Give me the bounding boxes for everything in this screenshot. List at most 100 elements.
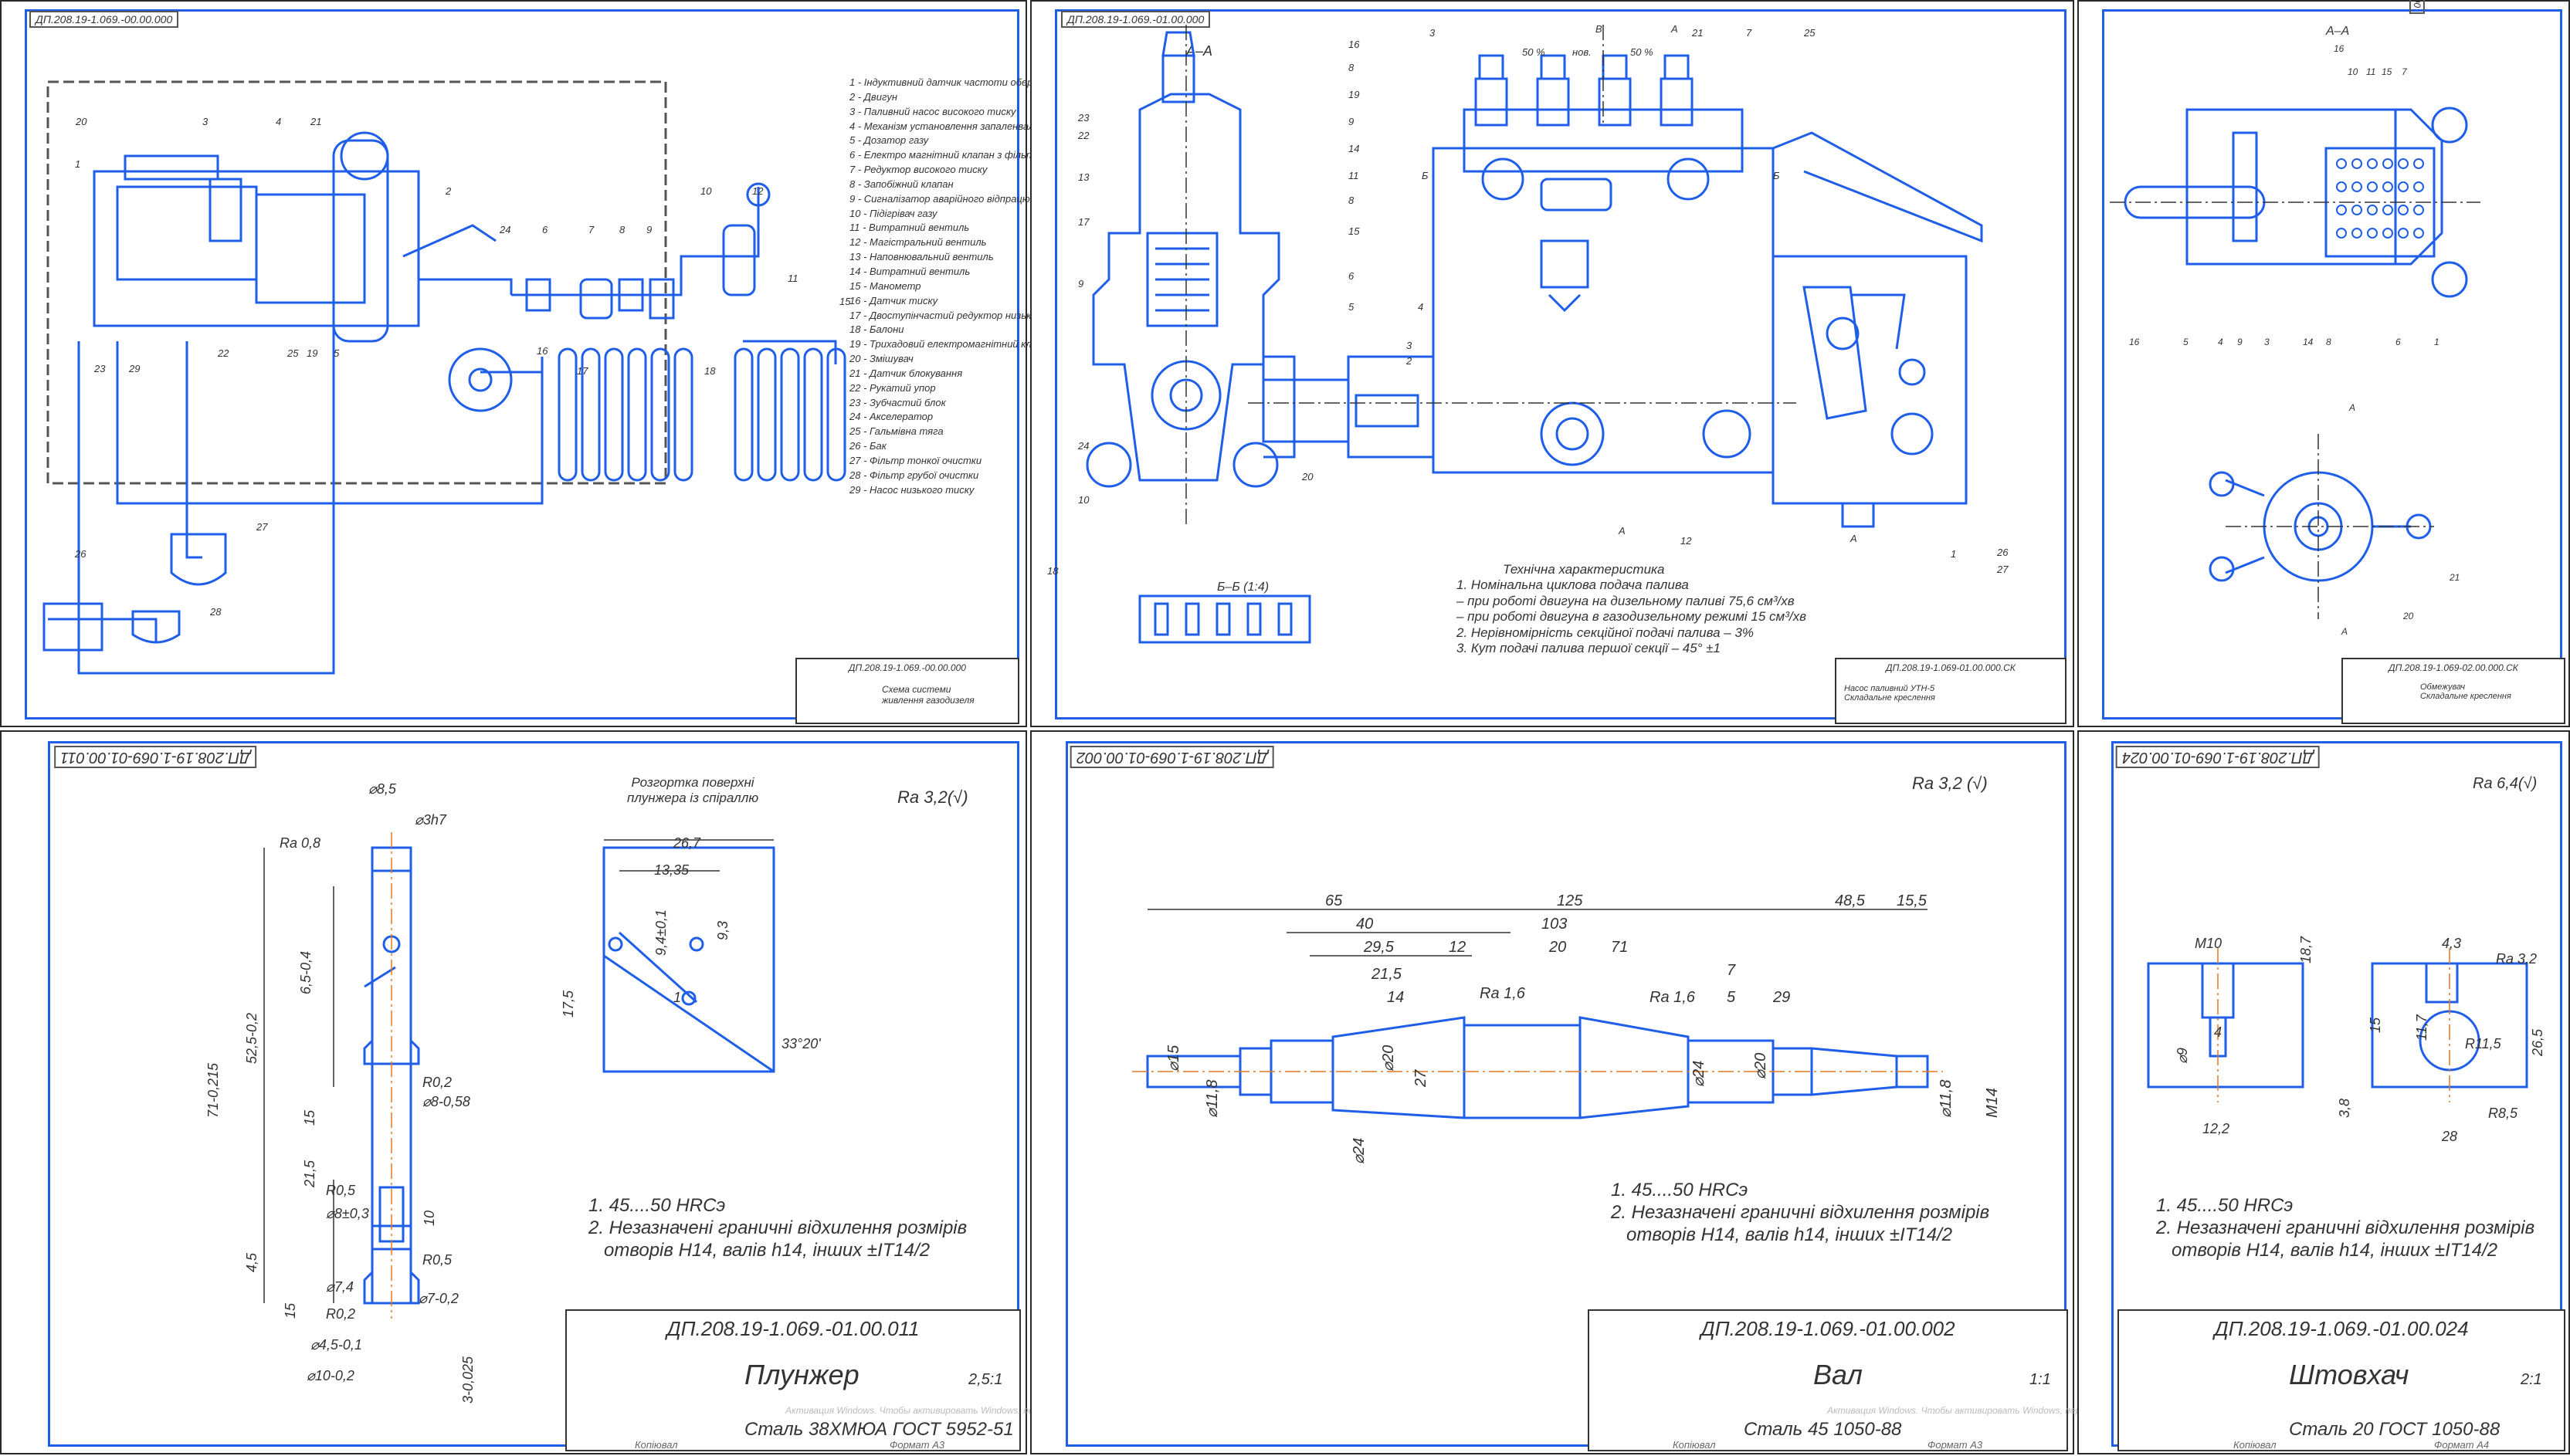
svg-text:11,7: 11,7 — [2414, 1014, 2429, 1041]
svg-text:10: 10 — [422, 1211, 437, 1226]
svg-text:15: 15 — [302, 1109, 317, 1126]
legend-line: 5 - Дозатор газу — [849, 134, 929, 147]
footer-kopiuval: Копіювал — [2233, 1439, 2277, 1451]
svg-text:15: 15 — [2382, 66, 2392, 77]
roughness-mark: Ra 3,2(√) — [897, 787, 968, 807]
svg-text:15: 15 — [283, 1302, 298, 1319]
tech-line: – при роботі двигуна на дизельному палив… — [1456, 593, 1795, 608]
material: Сталь 20 ГОСТ 1050-88 — [2289, 1419, 2500, 1440]
svg-text:13: 13 — [1078, 171, 1090, 183]
legend-line: 14 - Витратний вентиль — [849, 265, 971, 277]
legend-line: 20 - Змішувач — [849, 353, 914, 365]
roughness-mark: Ra 3,2 (√) — [1912, 774, 1988, 793]
svg-text:14: 14 — [1348, 143, 1359, 154]
tech-line: 2. Нерівномірність секційної подачі пали… — [1456, 625, 1755, 640]
svg-text:11: 11 — [1348, 170, 1359, 181]
svg-text:Ra 1,6: Ra 1,6 — [1480, 985, 1526, 1002]
svg-text:71: 71 — [1611, 939, 1628, 956]
svg-text:5: 5 — [2183, 337, 2189, 347]
svg-text:71-0,215: 71-0,215 — [205, 1062, 221, 1118]
sheet-frame — [1066, 741, 2067, 1447]
title-code: ДП.208.19-1.069.-01.00.002 — [1700, 1317, 1955, 1340]
svg-text:4: 4 — [1418, 301, 1423, 313]
svg-text:Ra 0,8: Ra 0,8 — [280, 835, 320, 851]
title-name: Схема системи живлення газодизеля — [882, 684, 975, 706]
note-line: 2. Незазначені граничні відхилення розмі… — [1611, 1201, 1990, 1223]
legend-line: 24 - Акселератор — [849, 411, 934, 423]
doc-code-stamp: ДП.208.19-1.069.-01.00.000 — [1061, 11, 1211, 28]
legend-line: 16 - Датчик тиску — [849, 294, 938, 306]
tech-title: Технічна характеристика — [1503, 562, 1665, 577]
svg-text:3: 3 — [2264, 337, 2270, 347]
svg-text:18,7: 18,7 — [2298, 936, 2314, 963]
svg-text:19: 19 — [1348, 89, 1359, 100]
svg-text:18: 18 — [704, 365, 716, 377]
title-block: ДП.208.19-1.069-01.00.000.СК Насос палив… — [1835, 658, 2067, 724]
legend-line: 22 - Рукатий упор — [849, 381, 936, 394]
svg-text:9,3: 9,3 — [715, 921, 731, 940]
title-block: ДП.208.19-1.069.-00.00.000 Схема системи… — [795, 658, 1019, 724]
svg-text:17: 17 — [577, 365, 588, 377]
legend-line: 7 - Редуктор високого тиску — [849, 164, 988, 176]
note-line: 2. Незазначені граничні відхилення розмі… — [2156, 1217, 2535, 1238]
sheet-scheme: ДП.208.19-1.069.-00.00.000 — [0, 0, 1113, 727]
legend-line: 29 - Насос низького тиску — [849, 483, 975, 496]
sheet-pump-assembly: ДП.208.19-1.069.-01.00.000 А–А Б–Б (1:4) — [1030, 0, 2074, 727]
svg-text:25: 25 — [286, 347, 299, 359]
svg-text:А: А — [1850, 533, 1857, 544]
svg-text:А: А — [1670, 23, 1678, 35]
material: Сталь 45 1050-88 — [1744, 1419, 1902, 1440]
svg-text:11: 11 — [788, 273, 798, 284]
svg-text:M10: M10 — [2195, 936, 2222, 951]
sheet-frame — [25, 9, 1019, 720]
svg-text:14: 14 — [1387, 989, 1404, 1006]
svg-text:2: 2 — [1405, 355, 1412, 367]
svg-text:25: 25 — [1803, 27, 1816, 39]
svg-text:1: 1 — [75, 158, 80, 170]
svg-text:⌀7,4: ⌀7,4 — [326, 1279, 354, 1295]
svg-text:нов.: нов. — [1572, 46, 1592, 58]
section-bb-label: Б–Б (1:4) — [1217, 581, 1270, 594]
svg-text:3: 3 — [1429, 27, 1436, 39]
svg-text:Б: Б — [1422, 170, 1429, 181]
svg-text:33°20': 33°20' — [782, 1036, 821, 1051]
svg-text:11: 11 — [2366, 66, 2375, 77]
svg-text:27: 27 — [1412, 1069, 1429, 1088]
sheet-frame — [2102, 9, 2562, 720]
svg-text:20: 20 — [2402, 611, 2414, 621]
svg-text:7: 7 — [588, 224, 595, 235]
svg-text:А: А — [2341, 626, 2348, 637]
legend-line: 12 - Магістральний вентиль — [849, 236, 987, 249]
legend-line: 8 - Запобіжний клапан — [849, 178, 954, 190]
svg-text:29,5: 29,5 — [1363, 939, 1395, 956]
svg-text:4,3: 4,3 — [2442, 936, 2461, 951]
svg-text:9: 9 — [1078, 278, 1083, 290]
footer-format: Формат А4 — [2434, 1439, 2490, 1451]
svg-text:⌀3h7: ⌀3h7 — [415, 812, 447, 828]
note-line: отворів H14, валів h14, інших ±IT14/2 — [588, 1239, 931, 1261]
note-line: отворів H14, валів h14, інших ±IT14/2 — [2156, 1239, 2498, 1261]
svg-text:21,5: 21,5 — [302, 1160, 317, 1188]
legend-line: 26 - Бак — [849, 440, 887, 452]
svg-text:22: 22 — [1077, 130, 1090, 141]
svg-text:⌀15: ⌀15 — [1165, 1045, 1182, 1072]
svg-text:8: 8 — [2326, 337, 2331, 347]
svg-text:10: 10 — [700, 185, 712, 197]
svg-text:50 %: 50 % — [1630, 46, 1653, 58]
scale: 2,5:1 — [968, 1371, 1003, 1388]
note-line: 1. 45....50 HRCэ — [1611, 1180, 1748, 1200]
title-name: Плунжер — [744, 1359, 859, 1390]
svg-text:⌀9: ⌀9 — [2175, 1048, 2190, 1064]
sheet-plunzher: ДП.208.19-1.069-01.00.011 Ra 3,2(√) Розг… — [0, 730, 1180, 1454]
svg-text:1: 1 — [2434, 337, 2439, 347]
footer-format: Формат А3 — [1927, 1439, 1983, 1451]
svg-text:9: 9 — [646, 224, 652, 235]
legend-line: 28 - Фільтр грубої очистки — [849, 469, 979, 481]
svg-text:28: 28 — [209, 606, 222, 618]
legend-line: 3 - Паливний насос високого тиску — [849, 105, 1016, 117]
